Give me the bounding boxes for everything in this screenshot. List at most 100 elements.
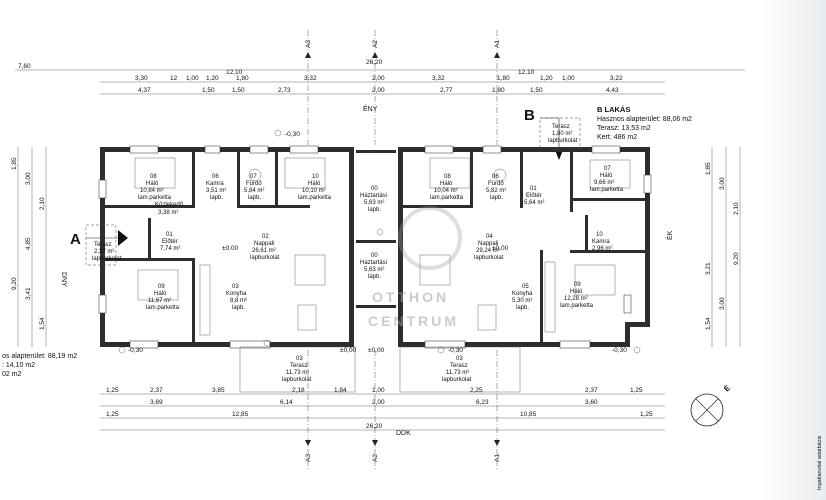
room-b-bedroom-08: 08 Háló 10,04 m² lam.parketta — [430, 174, 464, 201]
room-area: 10,04 m² — [434, 188, 458, 194]
room-num: 03 — [296, 356, 303, 362]
dim-right-5: 3,21 — [705, 262, 712, 275]
room-area: 3,38 m² — [158, 210, 178, 216]
room-b-hall-01: 01 Előtér 5,64 m² — [524, 186, 544, 206]
dim-left-10: 9,20 — [11, 277, 18, 290]
dim-left-0: 1,85 — [11, 157, 18, 170]
dim-right-3: 2,10 — [733, 202, 740, 215]
right-dimension-chain: 1,85 3,00 2,10 3,21 9,20 3,00 1,54 — [705, 147, 741, 347]
room-b-pantry-10: 10 Kamra 2,96 m² — [592, 232, 612, 252]
room-num: 05 — [522, 284, 529, 290]
room-floor: lapb. — [232, 305, 245, 311]
dim-top-r2-0: 4,37 — [138, 87, 151, 94]
dim-left-6: 1,54 — [39, 317, 46, 330]
level-3: ±0,00 — [492, 245, 509, 252]
room-area: 10,84 m² — [140, 188, 164, 194]
room-name: Háló — [440, 181, 453, 187]
dim-top-r2-7: 2,77 — [440, 87, 453, 94]
left-dimension-chain: 1,85 3,00 2,10 4,85 9,20 3,41 1,54 — [11, 147, 47, 347]
bottom-axis-markers: A3 A2 A1 — [305, 350, 501, 470]
room-floor: lapburkolat — [548, 138, 578, 144]
watermark: OTTHON CENTRUM — [368, 206, 462, 329]
compass-icon: É — [690, 384, 732, 427]
room-floor: lapburkolat — [250, 255, 280, 261]
dim-top-r1-0: 3,30 — [135, 75, 148, 82]
room-a-pantry-06: 06 Kamra 3,51 m² lapb. — [206, 174, 226, 201]
room-area: 2,37 m² — [94, 249, 114, 255]
room-floor: lam.parketta — [138, 195, 172, 201]
room-b-terrace-01: Terasz 1,80 m² lapburkolat — [548, 124, 578, 144]
dim-bot-r1-1: 2,37 — [150, 387, 163, 394]
room-num: 03 — [456, 356, 463, 362]
windows — [98, 145, 652, 349]
room-num: 10 — [312, 174, 319, 180]
room-num: 09 — [574, 282, 581, 288]
room-num: 07 — [604, 166, 611, 172]
axis-top-a2: A2 — [372, 40, 379, 48]
dim-bot-r2-7: 6,23 — [476, 399, 489, 406]
dim-top-r1-13: 1,80 — [497, 75, 510, 82]
dim-top-r2-9: 1,50 — [530, 87, 543, 94]
room-num: 08 — [444, 174, 451, 180]
room-name: Terasz — [94, 242, 112, 248]
level-2: ±0,00 — [222, 245, 239, 252]
room-floor: lapb. — [516, 305, 529, 311]
dim-top-r1-11: 3,32 — [432, 75, 445, 82]
room-area: 8,8 m² — [230, 298, 247, 304]
room-name: Terasz — [290, 363, 308, 369]
room-num: 06 — [212, 174, 219, 180]
unit-b-terrace: Terasz: 13,53 m2 — [597, 125, 651, 132]
room-a-terrace-01: Terasz 2,37 m² lapburkolat — [92, 242, 122, 262]
room-area: 5,30 m² — [512, 298, 532, 304]
dim-bot-r1-6: 2,25 — [470, 387, 483, 394]
dim-bot-r1-9: 1,25 — [630, 387, 643, 394]
level-6: ±0,00 — [340, 347, 357, 354]
room-name: Konyha — [512, 291, 533, 297]
room-floor: lapburkolat — [442, 377, 472, 383]
room-b-terrace-03: 03 Terasz 11,73 m² lapburkolat — [442, 356, 472, 383]
room-floor: lam.parketta — [430, 195, 464, 201]
room-name: Konyha — [226, 291, 247, 297]
room-storage-upper: 00 Háztartási 5,63 m² lapb. — [360, 186, 387, 213]
room-area: 29,24 m² — [476, 248, 500, 254]
dim-right-1: 3,00 — [719, 177, 726, 190]
room-area: 11,73 m² — [286, 370, 309, 376]
room-floor: lam.parketta — [560, 303, 594, 309]
dim-top-r1-9: 2,00 — [372, 75, 385, 82]
room-area: 10,10 m² — [302, 188, 326, 194]
room-name: Háló — [570, 289, 583, 295]
room-name: Előtér — [162, 239, 178, 245]
room-b-bedroom-09: 09 Háló 12,28 m² lam.parketta — [560, 282, 594, 309]
room-floor: lapb. — [210, 195, 223, 201]
dim-right-6: 3,00 — [719, 297, 726, 310]
room-num: 07 — [250, 174, 257, 180]
axis-top-a1: A1 — [494, 40, 501, 48]
room-area: 12,28 m² — [564, 296, 588, 302]
axis-bottom-a1: A1 — [494, 454, 501, 462]
watermark-line-2: CENTRUM — [368, 313, 459, 329]
room-area: 2,96 m² — [592, 246, 612, 252]
room-name: Fürdő — [488, 181, 504, 187]
section-b-label: B — [524, 107, 535, 124]
database-side-note: Ingatlanvital adatbázis — [817, 435, 823, 490]
dim-bot-r1-3: 2,18 — [292, 387, 305, 394]
dim-right-9: 9,20 — [733, 252, 740, 265]
dim-top-r2-1: 1,50 — [202, 87, 215, 94]
room-num: 00 — [371, 186, 378, 192]
dim-top-r1-3: 1,20 — [206, 75, 219, 82]
room-floor: lapburkolat — [282, 377, 312, 383]
room-name: Közlekedő — [155, 202, 184, 208]
dim-bot-r1-5: 1,00 — [372, 387, 385, 394]
room-name: Nappali — [254, 241, 274, 247]
orientation-south: DDK — [396, 430, 411, 437]
room-num: 02 — [262, 234, 269, 240]
axis-bottom-a3: A3 — [305, 454, 312, 462]
room-floor: lapb. — [368, 274, 381, 280]
orientation-east: ÉK — [665, 230, 674, 240]
room-a-bathroom-07: 07 Fürdő 5,84 m² lapb. — [244, 174, 264, 201]
dim-total-bottom: 26,20 — [366, 423, 383, 430]
room-floor: lapb. — [490, 195, 503, 201]
room-name: Háztartási — [360, 193, 387, 199]
room-area: 1,80 m² — [552, 131, 572, 137]
